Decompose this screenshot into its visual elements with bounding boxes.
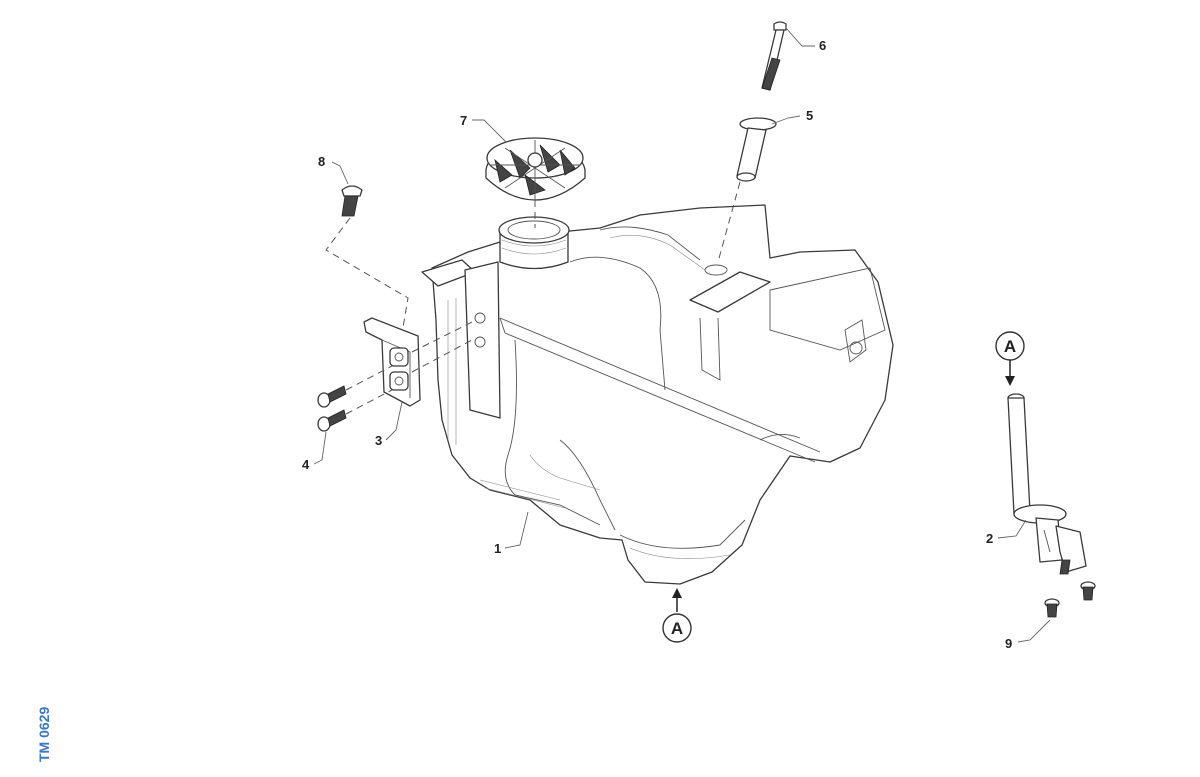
callout-2: 2 xyxy=(986,531,993,546)
view-marker-detail-label: A xyxy=(1004,337,1016,356)
screw4-line-upper xyxy=(345,365,393,391)
screw-8 xyxy=(341,185,363,217)
view-marker-main-label: A xyxy=(671,619,683,638)
view-marker-main: A xyxy=(662,588,692,643)
filler-cap xyxy=(485,137,586,201)
callout-4: 4 xyxy=(302,457,310,472)
screw-assembly-line xyxy=(325,217,409,346)
callout-1: 1 xyxy=(494,541,501,556)
callout-7: 7 xyxy=(460,113,467,128)
screws-4 xyxy=(317,385,347,432)
callout-3: 3 xyxy=(375,433,382,448)
callout-8: 8 xyxy=(318,154,325,169)
long-bolt xyxy=(761,21,787,91)
callout-9: 9 xyxy=(1005,636,1012,651)
view-marker-detail: A xyxy=(995,331,1025,386)
callout-5: 5 xyxy=(806,108,813,123)
screw4-line-lower xyxy=(345,389,393,415)
drawing-reference-number: TM 0629 xyxy=(36,706,52,762)
leader-lines xyxy=(313,27,1051,643)
callout-6: 6 xyxy=(819,38,826,53)
spacer-grommet xyxy=(736,117,777,182)
mounting-bracket xyxy=(363,317,421,407)
fuel-tap xyxy=(1007,393,1087,575)
fuel-tank xyxy=(421,204,894,585)
screws-9 xyxy=(1044,581,1096,618)
bolt-assembly-line xyxy=(717,181,741,263)
